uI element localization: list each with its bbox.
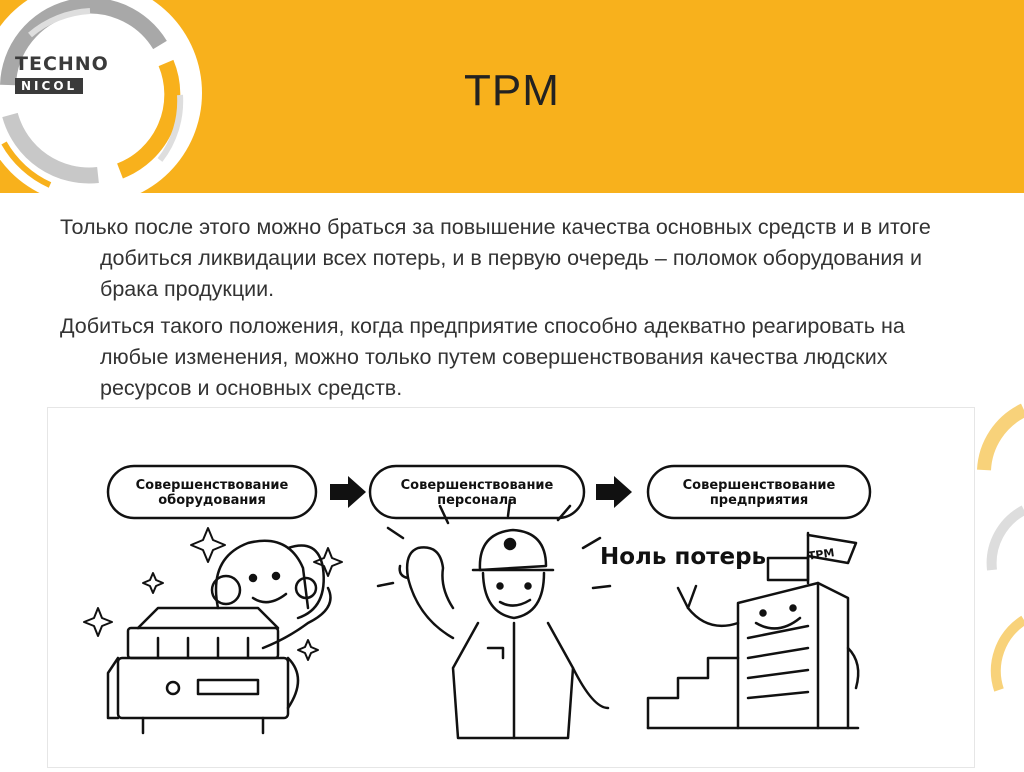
happy-building-icon: [646, 531, 860, 730]
body-text: Только после этого можно браться за повы…: [60, 212, 960, 410]
step-label-personnel: Совершенствование персонала: [370, 478, 584, 508]
paragraph-1: Только после этого можно браться за повы…: [60, 215, 931, 301]
step-label-line: Совершенствование: [135, 478, 289, 493]
radiating-lines-icon: [376, 498, 612, 590]
step-label-line: предприятия: [709, 493, 809, 508]
illustration-drawing: [83, 464, 872, 740]
company-logo: TECHNO NICOL: [0, 0, 230, 215]
happy-machine-icon: [106, 539, 332, 735]
logo-line-nicol: NICOL: [15, 78, 84, 94]
tpm-illustration: Совершенствование оборудования Совершенс…: [48, 408, 974, 767]
logo-line-techno: TECHNO: [15, 53, 109, 75]
step-label-equipment: Совершенствование оборудования: [108, 478, 316, 508]
zero-losses-label: Ноль потерь: [600, 544, 767, 570]
step-pill-personnel: [368, 464, 586, 520]
paragraph-2: Добиться такого положения, когда предпри…: [60, 314, 905, 400]
step-label-line: Совершенствование: [682, 478, 836, 493]
step-pill-equipment: [106, 464, 318, 520]
step-label-line: оборудования: [158, 493, 266, 508]
step-pill-enterprise: [646, 464, 872, 520]
step-label-line: персонала: [437, 493, 517, 508]
logo-circle-icon: [0, 0, 202, 205]
logo-text: TECHNO NICOL: [15, 53, 109, 94]
page-title: TPM: [464, 66, 560, 115]
strong-worker-icon: [398, 528, 610, 740]
decorative-arcs: [964, 400, 1024, 767]
sparkle-icon: [83, 527, 343, 661]
step-label-enterprise: Совершенствование предприятия: [648, 478, 870, 508]
arrow-icon: [330, 476, 632, 508]
step-label-line: Совершенствование: [400, 478, 554, 493]
